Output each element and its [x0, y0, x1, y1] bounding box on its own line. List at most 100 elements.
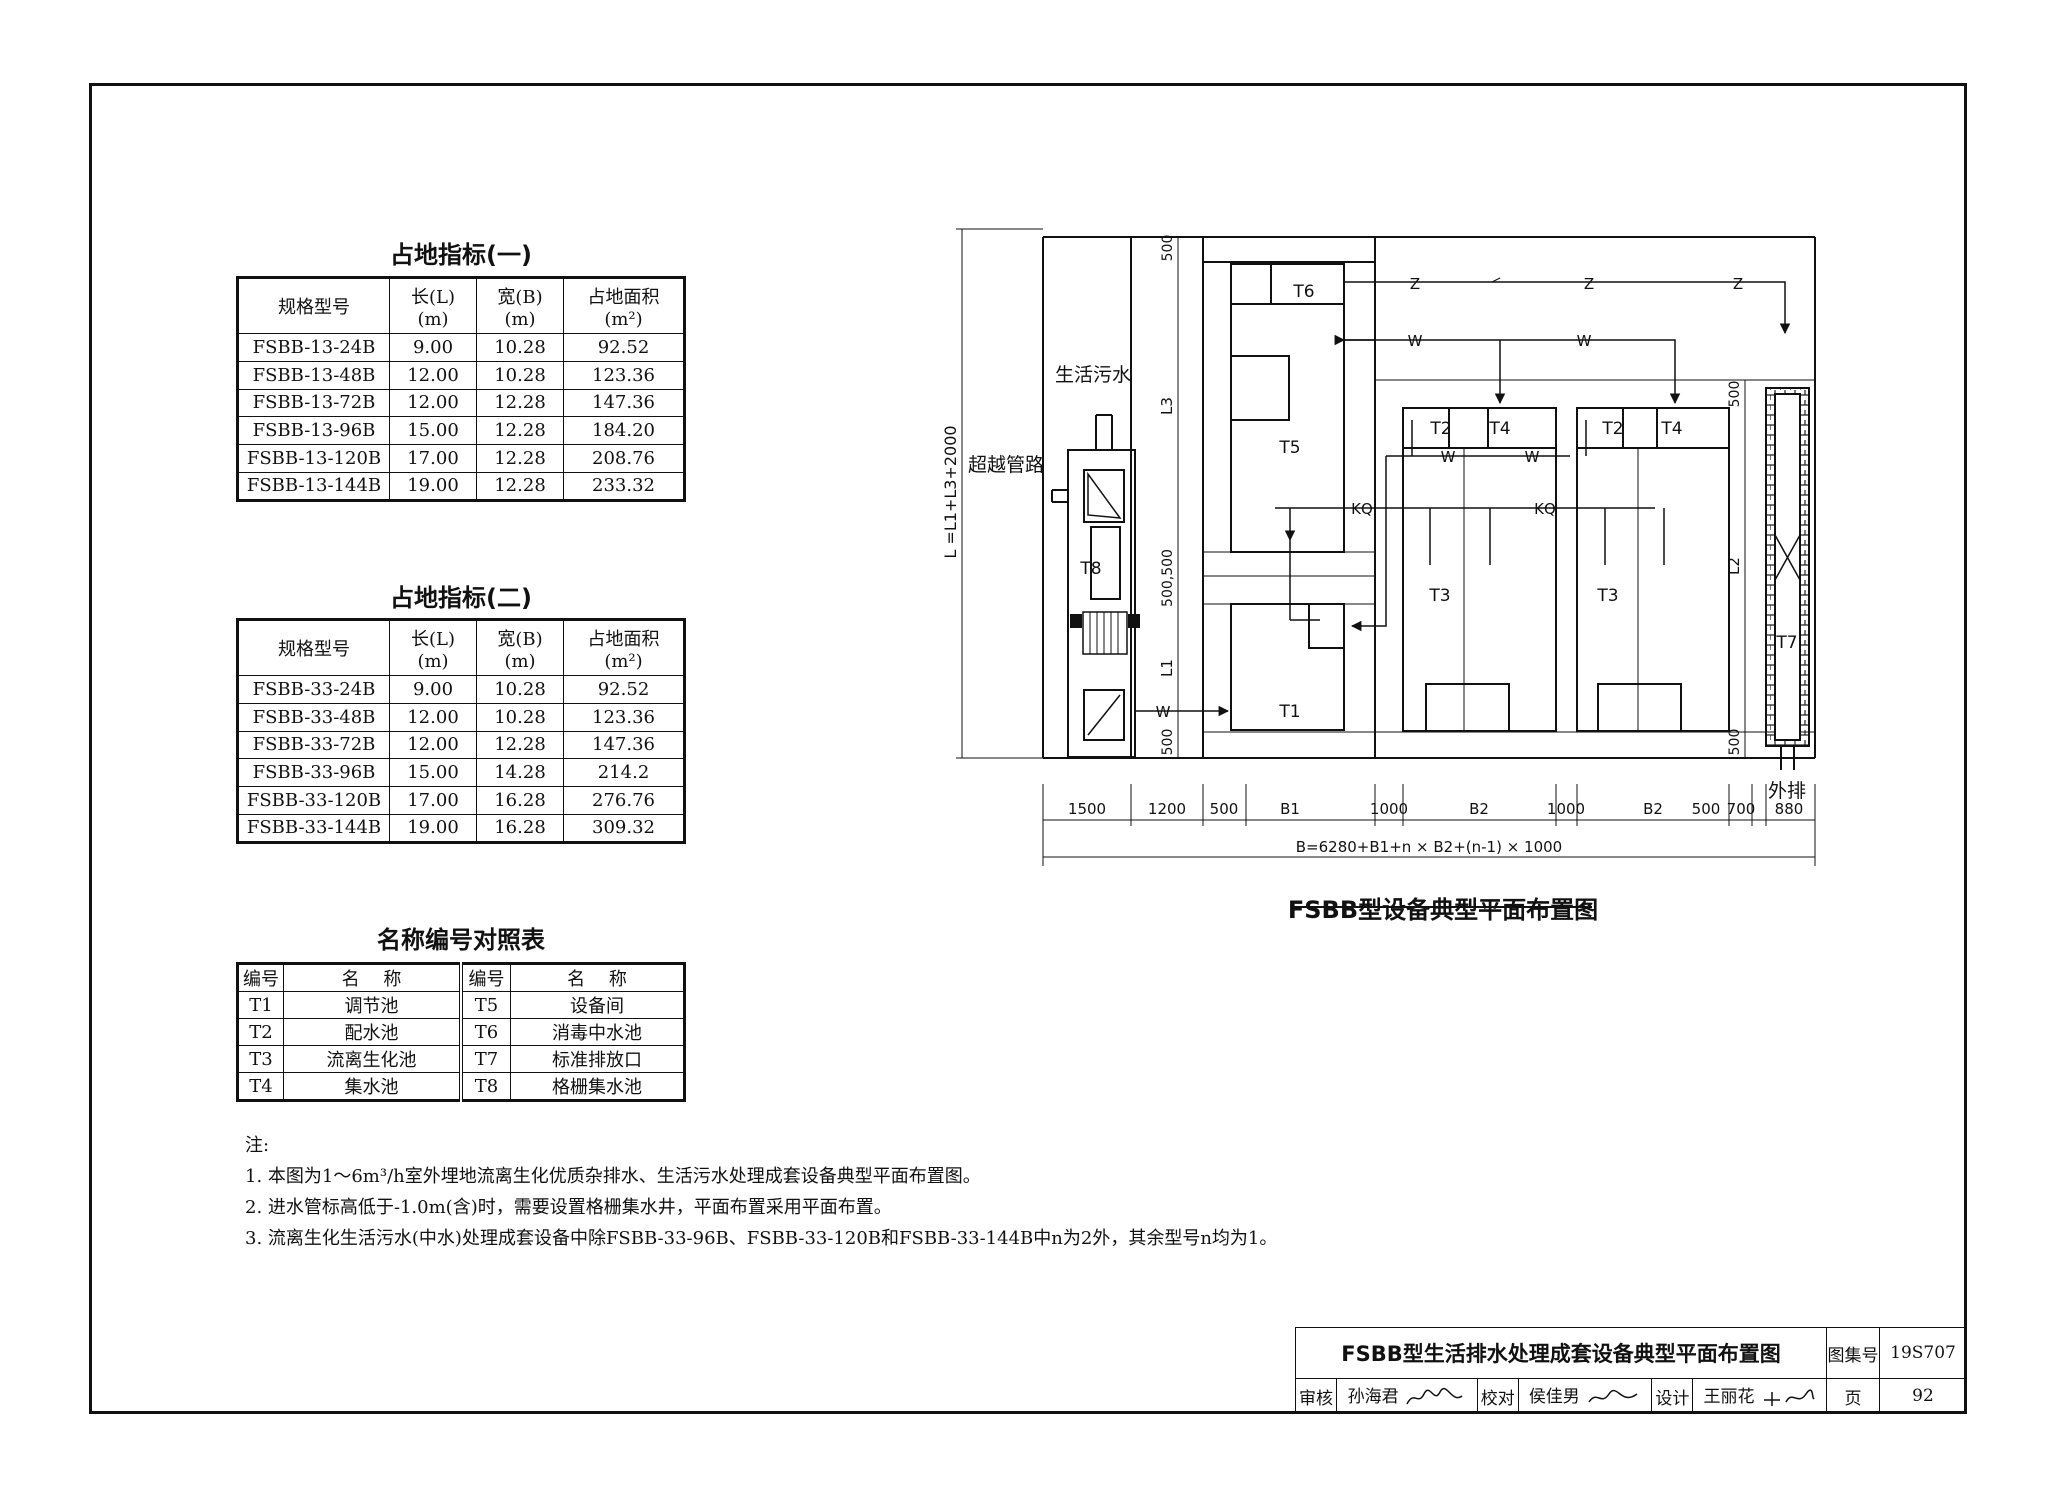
- area-cell: 184.20: [563, 416, 685, 446]
- title-block-title: FSBB型生活排水处理成套设备典型平面布置图: [1295, 1326, 1827, 1380]
- code-cell: T5: [460, 991, 511, 1019]
- name-cell: 集水池: [283, 1072, 463, 1101]
- reviewer-name: 孙海君: [1336, 1378, 1478, 1414]
- dim-700: 700: [1727, 800, 1756, 818]
- length-cell: 17.00: [389, 786, 477, 815]
- pipe-kq-label: KQ: [1534, 500, 1556, 518]
- dim-500: 500: [1210, 800, 1239, 818]
- atlas-label: 图集号: [1826, 1326, 1880, 1380]
- length-cell: 12.00: [389, 730, 477, 760]
- dim-1000: 1000: [1547, 800, 1585, 818]
- dim-500: 500: [1692, 800, 1721, 818]
- inflow-label: 生活污水: [1055, 364, 1131, 386]
- tank-label-T8: T8: [1079, 559, 1101, 579]
- checker-name: 侯佳男: [1517, 1378, 1653, 1414]
- area-cell: 92.52: [563, 675, 685, 704]
- reviewer-signature: [1406, 1387, 1463, 1405]
- note-3: 3. 流离生化生活污水(中水)处理成套设备中除FSBB-33-96B、FSBB-…: [245, 1228, 1278, 1249]
- pipe-z-label: Z: [1733, 275, 1743, 293]
- pipe-z-label: Z: [1410, 275, 1420, 293]
- length-cell: 9.00: [389, 333, 477, 362]
- code-cell: T3: [237, 1045, 284, 1073]
- header-length: 长(L)(m): [389, 277, 477, 334]
- name-cell: 配水池: [283, 1018, 463, 1046]
- header-name: 名 称: [510, 963, 685, 992]
- length-cell: 19.00: [389, 471, 477, 501]
- name-cell: 调节池: [283, 991, 463, 1019]
- land-use-table-1: 规格型号 长(L)(m) 宽(B)(m) 占地面积(m²) FSBB-13-24…: [236, 276, 686, 502]
- checker-signature: [1588, 1389, 1638, 1403]
- width-cell: 10.28: [476, 360, 564, 390]
- width-cell: 10.28: [476, 702, 564, 732]
- pipe-w-label: W: [1156, 703, 1171, 721]
- code-cell: T8: [460, 1072, 511, 1101]
- dim-1200: 1200: [1148, 800, 1186, 818]
- pipe-z-label: Z: [1584, 275, 1594, 293]
- table1-title: 占地指标(一): [390, 241, 532, 269]
- tank-label-T7: T7: [1775, 633, 1797, 653]
- pipe-w-label: W: [1577, 332, 1592, 350]
- design-label: 设计: [1651, 1378, 1694, 1414]
- model-cell: FSBB-33-24B: [237, 675, 390, 704]
- tank-label-T3: T3: [1428, 586, 1450, 606]
- table2-title: 占地指标(二): [390, 584, 532, 612]
- model-cell: FSBB-33-96B: [237, 758, 390, 788]
- tank-label-T2: T2: [1429, 419, 1451, 439]
- dim-500: 500: [1727, 381, 1743, 408]
- length-cell: 17.00: [389, 444, 477, 473]
- dim-1000: 1000: [1370, 800, 1408, 818]
- length-cell: 12.00: [389, 360, 477, 390]
- notes-title: 注:: [245, 1135, 270, 1156]
- header-width: 宽(B)(m): [476, 277, 564, 334]
- area-cell: 92.52: [563, 333, 685, 362]
- name-cell: 标准排放口: [510, 1045, 685, 1073]
- width-cell: 14.28: [476, 758, 564, 788]
- area-cell: 276.76: [563, 786, 685, 815]
- pipe-w-label: W: [1525, 448, 1540, 466]
- legend-title: 名称编号对照表: [377, 926, 545, 954]
- header-area: 占地面积(m²): [563, 619, 685, 676]
- length-cell: 19.00: [389, 813, 477, 843]
- model-cell: FSBB-13-96B: [237, 416, 390, 446]
- width-cell: 12.28: [476, 471, 564, 501]
- atlas-number: 19S707: [1879, 1326, 1967, 1380]
- model-cell: FSBB-33-48B: [237, 702, 390, 732]
- dim-500: 500: [1160, 729, 1176, 756]
- dim-500-500: 500,500: [1160, 549, 1176, 607]
- name-cell: 设备间: [510, 991, 685, 1019]
- pipe-w-label: W: [1441, 448, 1456, 466]
- designer-name: 王丽花: [1692, 1378, 1827, 1414]
- tank-label-T4: T4: [1660, 419, 1682, 439]
- dim-B1: B1: [1280, 800, 1300, 818]
- header-width: 宽(B)(m): [476, 619, 564, 676]
- code-cell: T6: [460, 1018, 511, 1046]
- name-cell: 格栅集水池: [510, 1072, 685, 1101]
- header-name: 名 称: [283, 963, 463, 992]
- land-use-table-2: 规格型号 长(L)(m) 宽(B)(m) 占地面积(m²) FSBB-33-24…: [236, 618, 686, 844]
- check-label: 校对: [1476, 1378, 1519, 1414]
- dim-B2: B2: [1643, 800, 1663, 818]
- tank-label-T1: T1: [1278, 702, 1300, 722]
- header-area: 占地面积(m²): [563, 277, 685, 334]
- area-cell: 147.36: [563, 730, 685, 760]
- note-1: 1. 本图为1～6m³/h室外埋地流离生化优质杂排水、生活污水处理成套设备典型平…: [245, 1166, 981, 1187]
- total-width-label: B=6280+B1+n × B2+(n-1) × 1000: [1296, 838, 1562, 856]
- model-cell: FSBB-33-120B: [237, 786, 390, 815]
- dim-L3: L3: [1158, 397, 1176, 415]
- model-cell: FSBB-13-24B: [237, 333, 390, 362]
- length-cell: 15.00: [389, 758, 477, 788]
- length-cell: 9.00: [389, 675, 477, 704]
- code-cell: T1: [237, 991, 284, 1019]
- header-length: 长(L)(m): [389, 619, 477, 676]
- dim-L2: L2: [1725, 557, 1743, 575]
